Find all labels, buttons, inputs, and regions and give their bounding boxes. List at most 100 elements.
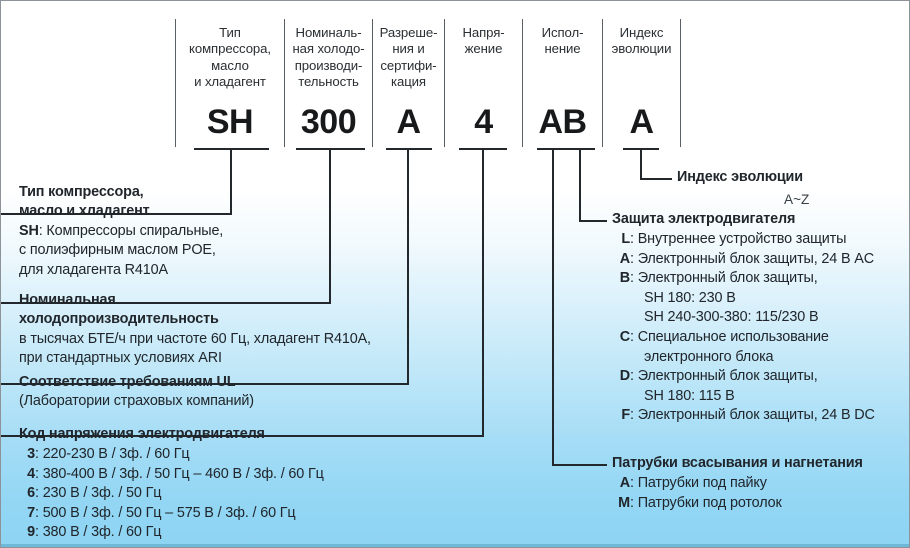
- voltage-code-value: : 380 В / 3ф. / 60 Гц: [35, 524, 162, 541]
- column-header-compressor-type: Тип компрессора, масло и хладагент: [189, 25, 271, 90]
- protection-subline: SH 240-300-380: 115/230 В: [644, 309, 819, 326]
- voltage-code-key: 3: [27, 446, 35, 462]
- list-item: M: Патрубки под ротолок: [612, 494, 782, 514]
- protection-subline: электронного блока: [644, 348, 774, 365]
- motor-protection-list: L: Внутреннее устройство защиты A: Элект…: [612, 230, 875, 426]
- column-separator: [284, 19, 285, 147]
- list-item: B: Электронный блок защиты,: [612, 269, 875, 289]
- protection-key: D: [619, 368, 630, 385]
- fitting-key: M: [618, 494, 630, 511]
- connector-sh-lead: [1, 213, 232, 215]
- connector-protection-vert: [579, 148, 581, 221]
- connector-300-vert: [329, 148, 331, 303]
- fittings-list: A: Патрубки под пайку M: Патрубки под ро…: [612, 474, 782, 513]
- protection-value: : Электронный блок защиты,: [630, 270, 818, 287]
- section-fittings: Патрубки всасывания и нагнетания: [612, 454, 907, 473]
- list-item: C: Специальное использование: [612, 328, 875, 348]
- section-motor-protection: Защита электродвигателя: [612, 210, 907, 229]
- list-item: 3: 220-230 В / 3ф. / 60 Гц: [23, 445, 324, 465]
- section-evolution-index: Индекс эволюции: [677, 168, 907, 187]
- connector-fittings-lead: [552, 464, 607, 466]
- list-item: D: Электронный блок защиты,: [612, 367, 875, 387]
- column-header-version: Испол- нение: [541, 25, 584, 57]
- fitting-value: : Патрубки под пайку: [630, 475, 767, 491]
- list-item: A: Электронный блок защиты, 24 В AC: [612, 250, 875, 270]
- compressor-type-body-line1: SH: Компрессоры спиральные,: [19, 222, 309, 241]
- list-item: 6: 230 В / 3ф. / 50 Гц: [23, 484, 324, 504]
- column-header-approvals: Разреше- ния и сертифи- кация: [379, 25, 438, 90]
- evolution-index-range: A~Z: [784, 192, 810, 207]
- fittings-title: Патрубки всасывания и нагнетания: [612, 455, 863, 471]
- capacity-body-line2: при стандартных условиях ARI: [19, 350, 222, 367]
- voltage-code-value: : 230 В / 3ф. / 50 Гц: [35, 485, 162, 502]
- connector-ul-cap: [386, 148, 432, 150]
- voltage-code-list: 3: 220-230 В / 3ф. / 60 Гц 4: 380-400 В …: [23, 445, 324, 543]
- voltage-code-key: 9: [27, 524, 35, 541]
- list-item: F: Электронный блок защиты, 24 В DC: [612, 406, 875, 426]
- connector-evolution-lead: [640, 178, 672, 180]
- connector-300-lead: [1, 302, 331, 304]
- connector-fittings-vert: [552, 148, 554, 465]
- list-item: L: Внутреннее устройство защиты: [612, 230, 875, 250]
- code-value-ab: AB: [538, 103, 587, 141]
- compressor-type-body-line2: с полиэфирным маслом POE,: [19, 242, 216, 259]
- compressor-type-body-line3: для хладагента R410A: [19, 261, 168, 278]
- model-code-block: Тип компрессора, масло и хладагент Номин…: [1, 1, 910, 149]
- protection-key: F: [621, 407, 630, 424]
- voltage-code-title: Код напряжения электродвигателя: [19, 426, 265, 442]
- column-separator: [680, 19, 681, 147]
- section-voltage-code: Код напряжения электродвигателя: [19, 425, 359, 444]
- compressor-type-title-line2: масло и хладагент: [19, 203, 150, 220]
- column-header-voltage: Напря- жение: [462, 25, 505, 57]
- protection-value: : Внутреннее устройство защиты: [630, 231, 847, 247]
- voltage-code-key: 6: [27, 485, 35, 502]
- list-item: 4: 380-400 В / 3ф. / 50 Гц – 460 В / 3ф.…: [23, 465, 324, 485]
- column-header-capacity: Номиналь- ная холодо- производи- тельнос…: [292, 25, 365, 90]
- protection-value: : Электронный блок защиты, 24 В AC: [630, 250, 874, 267]
- column-header-evolution-index: Индекс эволюции: [611, 25, 672, 57]
- capacity-title-line1: Номинальная: [19, 292, 116, 308]
- code-value-300: 300: [300, 103, 357, 141]
- protection-key: L: [621, 231, 630, 247]
- voltage-code-value: : 380-400 В / 3ф. / 50 Гц – 460 В / 3ф. …: [35, 465, 324, 482]
- connector-evolution-vert: [640, 148, 642, 179]
- connector-sh-vert: [230, 148, 232, 214]
- list-item: 7: 500 В / 3ф. / 50 Гц – 575 В / 3ф. / 6…: [23, 504, 324, 524]
- fitting-key: A: [619, 475, 630, 491]
- compressor-type-body-line1-text: : Компрессоры спиральные,: [38, 222, 224, 239]
- protection-key: B: [619, 270, 630, 287]
- voltage-code-key: 4: [27, 465, 35, 482]
- compressor-type-code: SH: [19, 222, 39, 239]
- protection-value: : Специальное использование: [630, 328, 829, 345]
- voltage-code-value: : 500 В / 3ф. / 50 Гц – 575 В / 3ф. / 60…: [35, 504, 296, 521]
- voltage-code-key: 7: [27, 504, 35, 521]
- capacity-title-line2: холодопроизводительность: [19, 311, 219, 328]
- fitting-value: : Патрубки под ротолок: [630, 494, 782, 511]
- list-item: 9: 380 В / 3ф. / 60 Гц: [23, 523, 324, 543]
- protection-value: : Электронный блок защиты, 24 В DC: [630, 407, 875, 424]
- column-separator: [522, 19, 523, 147]
- column-separator: [444, 19, 445, 147]
- code-value-sh: SH: [206, 103, 254, 141]
- voltage-code-value: : 220-230 В / 3ф. / 60 Гц: [35, 446, 190, 462]
- section-compressor-type: Тип компрессора, масло и хладагент SH: К…: [19, 183, 309, 280]
- connector-ul-lead: [1, 383, 409, 385]
- capacity-body-line1: в тысячах БТЕ/ч при частоте 60 Гц, хлада…: [19, 330, 371, 347]
- column-separator: [175, 19, 176, 147]
- protection-subline: SH 180: 115 В: [644, 387, 735, 404]
- code-value-a-approval: A: [396, 103, 421, 141]
- protection-key: A: [619, 250, 630, 267]
- ul-body: (Лаборатории страховых компаний): [19, 393, 254, 410]
- section-ul-compliance: Соответствие требованиям UL (Лаборатории…: [19, 373, 349, 412]
- connector-ul-vert: [407, 148, 409, 384]
- compressor-type-title-line1: Тип компрессора,: [19, 184, 144, 200]
- column-separator: [602, 19, 603, 147]
- connector-protection-lead: [579, 220, 607, 222]
- connector-voltage-vert: [482, 148, 484, 436]
- code-value-a-evolution: A: [629, 103, 654, 141]
- column-separator: [372, 19, 373, 147]
- list-item: A: Патрубки под пайку: [612, 474, 782, 494]
- section-capacity: Номинальная холодопроизводительность в т…: [19, 291, 439, 369]
- protection-subline: SH 180: 230 В: [644, 289, 736, 306]
